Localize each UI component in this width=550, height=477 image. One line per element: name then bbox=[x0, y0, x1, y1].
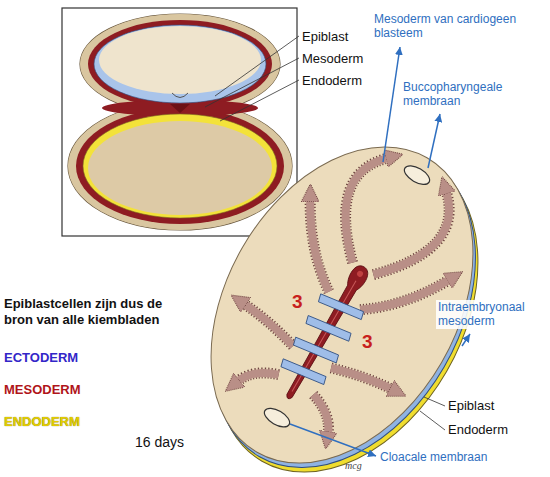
amniotic-cavity bbox=[99, 26, 261, 94]
leader-lines bbox=[205, 36, 299, 121]
epiblast-surface bbox=[157, 100, 526, 477]
leader-line bbox=[205, 58, 299, 107]
yolk-sac-cavity bbox=[88, 121, 272, 215]
callout-number: 3 bbox=[292, 291, 303, 314]
cross-section-figure bbox=[62, 8, 297, 236]
leader-line bbox=[220, 80, 299, 121]
yolk-sac-wall bbox=[68, 102, 292, 230]
callout-arrow bbox=[383, 47, 400, 162]
note-text: Epiblastcellen zijn dus de bron van alle… bbox=[4, 296, 189, 327]
amnion-wall bbox=[80, 14, 280, 114]
embryonic-disc bbox=[157, 100, 526, 477]
stage-label: 16 days bbox=[135, 434, 184, 451]
endoderm-layer bbox=[83, 114, 277, 218]
callout-label: Cloacale membraan bbox=[380, 450, 487, 464]
layer-label: Endoderm bbox=[302, 73, 362, 89]
callout-number: 3 bbox=[362, 331, 373, 354]
inset-frame bbox=[62, 8, 297, 236]
layer-label: Epiblast bbox=[448, 398, 494, 414]
leader-line bbox=[215, 36, 299, 96]
layer-label: Epiblast bbox=[302, 29, 348, 45]
invaginating-cells bbox=[279, 289, 365, 390]
artist-signature: mcg bbox=[345, 460, 362, 472]
germ-layer-name: MESODERM bbox=[4, 382, 81, 398]
germ-layer-name: ECTODERM bbox=[4, 350, 78, 366]
mesoderm-layer bbox=[76, 108, 284, 224]
callout-arrow bbox=[428, 114, 440, 168]
germ-layer-name: ENDODERM bbox=[4, 414, 80, 430]
primitive-streak bbox=[281, 263, 371, 403]
primitive-streak bbox=[170, 104, 190, 113]
cloacal-membrane bbox=[261, 405, 292, 431]
callout-arrow bbox=[462, 334, 470, 346]
callout-label: Intraembryonaal mesoderm bbox=[436, 300, 544, 329]
primitive-pit bbox=[172, 93, 188, 98]
epiblast-layer bbox=[94, 25, 266, 103]
amnion-wall bbox=[80, 14, 280, 114]
layer-label: Mesoderm bbox=[302, 51, 363, 67]
mesoderm-layer bbox=[88, 20, 272, 108]
callout-label: Buccopharyngeale membraan bbox=[403, 80, 513, 109]
primitive-node bbox=[356, 270, 364, 278]
callout-label: Mesoderm van cardiogeen blasteem bbox=[374, 12, 524, 41]
leader-lines bbox=[420, 397, 445, 430]
layer-label: Endoderm bbox=[448, 422, 508, 438]
callout-arrow bbox=[290, 424, 376, 456]
yolk-sac-wall bbox=[68, 102, 292, 230]
leader-line bbox=[424, 397, 445, 406]
leader-line bbox=[420, 411, 445, 430]
